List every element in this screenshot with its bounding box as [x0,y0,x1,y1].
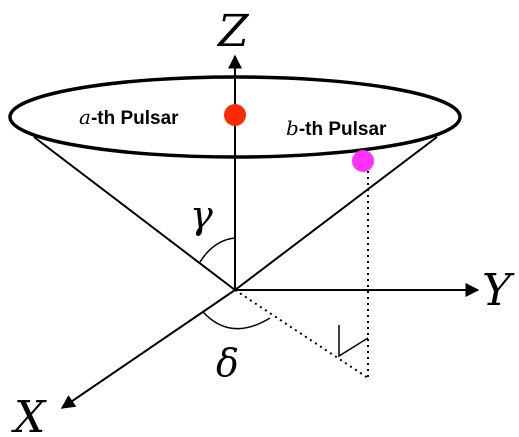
x-axis [60,289,236,409]
pulsar-b-label: b-th Pulsar [286,116,387,140]
pulsar-b-dot [352,150,374,172]
cone-left-edge [33,136,236,291]
delta-arc [202,311,271,330]
pulsar-b-text: -th Pulsar [299,119,387,140]
delta-label: δ [216,341,239,385]
pulsar-b-var: b [286,116,299,140]
pulsar-a-dot [224,104,246,126]
pulsar-a-label: a-th Pulsar [79,105,179,129]
right-angle-mark [338,325,369,358]
z-axis-label: Z [216,6,250,57]
gamma-arc [199,237,236,263]
gamma-label: γ [190,193,213,237]
cone-right-edge [234,136,438,291]
pulsar-a-text: -th Pulsar [91,108,179,129]
projection-ground [234,289,369,379]
x-axis-label: X [11,392,47,437]
pulsar-a-var: a [79,105,91,129]
y-axis-label: Y [482,265,515,316]
